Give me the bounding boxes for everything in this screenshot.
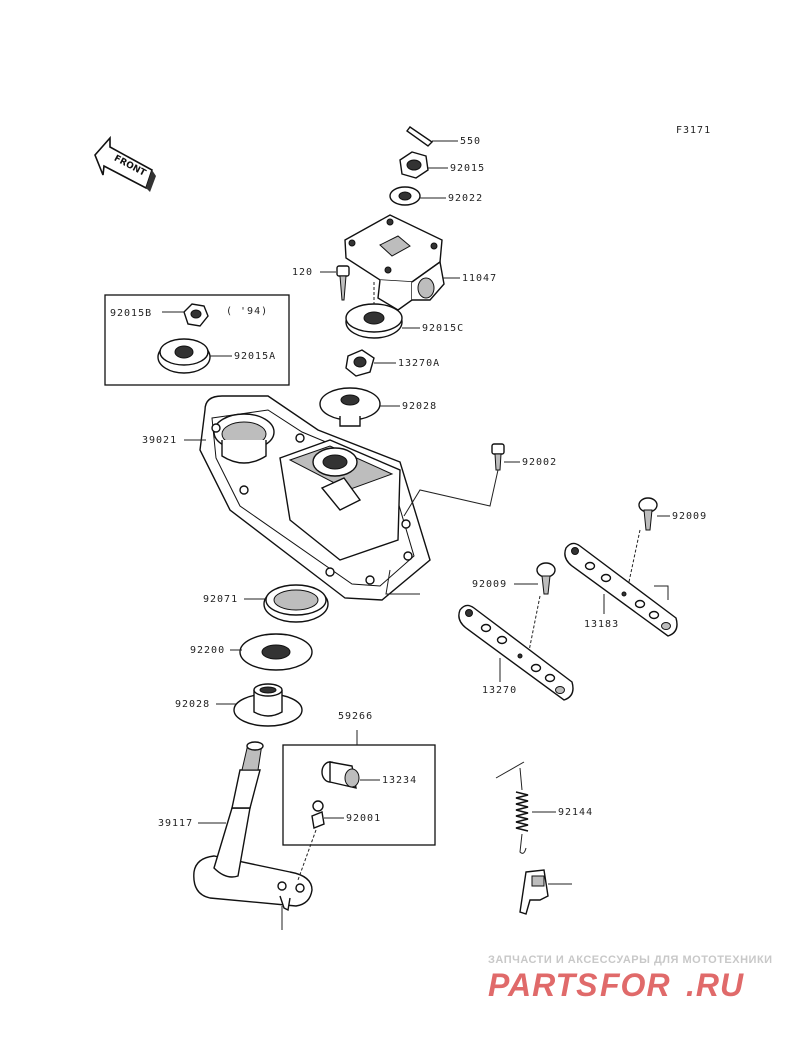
housing-39021: [184, 395, 431, 601]
label-92015b: 92015B: [110, 308, 152, 319]
inset-box-59266: [282, 730, 436, 881]
flanged-bushing-92028-top: [319, 387, 400, 427]
bolt-92002: [403, 443, 520, 517]
watermark-logo: ЗАПЧАСТИ И АКСЕССУАРЫ ДЛЯ МОТОТЕХНИКИ PA…: [488, 954, 773, 1003]
label-92028-bottom: 92028: [175, 699, 210, 710]
label-92028-top: 92028: [402, 401, 437, 412]
figure-code: F3171: [676, 125, 711, 136]
washer-92200: [230, 633, 313, 671]
label-13234: 13234: [382, 775, 417, 786]
year-note: ( '94): [226, 306, 268, 317]
steering-shaft-39117: [193, 741, 313, 930]
screw-92009-right: [625, 497, 670, 597]
label-13270a: 13270A: [398, 358, 440, 369]
label-13270: 13270: [482, 685, 517, 696]
lever-plate-13270: [458, 604, 574, 701]
label-39117: 39117: [158, 818, 193, 829]
screw-92009-mid: [514, 562, 556, 657]
inset-box-1994: [104, 294, 290, 386]
housing-leader: [385, 569, 420, 595]
label-92071: 92071: [203, 594, 238, 605]
label-11047: 11047: [462, 273, 497, 284]
bushing-13270a: [345, 349, 396, 377]
seal-92071: [244, 584, 329, 623]
label-92144: 92144: [558, 807, 593, 818]
bolt-120: [320, 265, 350, 301]
label-120: 120: [292, 267, 313, 278]
steering-bracket-11047: [344, 214, 460, 311]
spring-92144: [495, 761, 556, 854]
label-92009-mid: 92009: [472, 579, 507, 590]
watermark-brand-for: FOR: [600, 967, 671, 1003]
label-92015a: 92015A: [234, 351, 276, 362]
lever-plate-13183: [564, 542, 678, 637]
lock-nut-92015c: [345, 282, 420, 339]
label-13183: 13183: [584, 619, 619, 630]
watermark-brand-ru: .RU: [686, 967, 744, 1003]
watermark-brand-parts: PARTS: [488, 967, 599, 1003]
flanged-bushing-92028-bottom: [216, 683, 303, 727]
label-92015c: 92015C: [422, 323, 464, 334]
cable-bracket: [519, 869, 572, 915]
label-92015-top: 92015: [450, 163, 485, 174]
label-550: 550: [460, 136, 481, 147]
washer-92022: [389, 186, 446, 206]
castle-nut-92015: [399, 151, 448, 179]
label-59266: 59266: [338, 711, 373, 722]
label-39021: 39021: [142, 435, 177, 446]
cotter-pin-550: [406, 126, 458, 147]
label-92001: 92001: [346, 813, 381, 824]
label-92200: 92200: [190, 645, 225, 656]
front-arrow-icon: FRONT: [94, 135, 156, 192]
label-92022: 92022: [448, 193, 483, 204]
label-92009-right: 92009: [672, 511, 707, 522]
watermark-top-text: ЗАПЧАСТИ И АКСЕССУАРЫ ДЛЯ МОТОТЕХНИКИ: [488, 954, 773, 966]
label-92002: 92002: [522, 457, 557, 468]
